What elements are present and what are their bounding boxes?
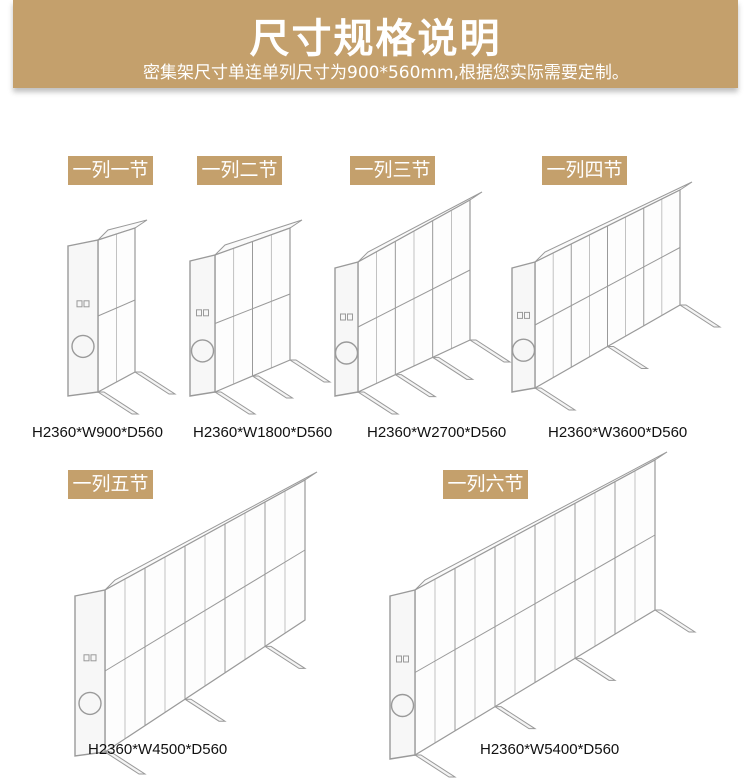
handwheel-icon <box>190 339 215 363</box>
base-rail <box>288 359 332 383</box>
model-size: H2360*W3600*D560 <box>548 424 688 441</box>
handwheel-icon <box>390 693 415 718</box>
model-size: H2360*W5400*D560 <box>480 741 620 758</box>
base-rail <box>653 609 697 633</box>
base-rail <box>393 374 438 398</box>
model-size: H2360*W1800*D560 <box>193 424 333 441</box>
end-panel <box>334 261 359 397</box>
label-slot <box>396 655 402 663</box>
header-banner: 尺寸规格说明 密集架尺寸单连单列尺寸为900*560mm,根据您实际需要定制。 <box>13 0 738 88</box>
label-slot <box>83 300 90 308</box>
model-label: 一列五节 <box>68 470 153 499</box>
label-slot <box>203 309 209 317</box>
end-panel <box>74 589 106 757</box>
label-slot <box>517 311 523 319</box>
base-rail <box>183 698 227 722</box>
base-rail <box>533 387 577 411</box>
handwheel-icon <box>334 341 359 365</box>
model-size: H2360*W4500*D560 <box>88 741 228 758</box>
label-slot <box>90 654 97 662</box>
base-rail <box>573 657 617 681</box>
model-label: 一列三节 <box>350 156 435 185</box>
handwheel-icon <box>71 334 95 359</box>
end-panel <box>511 261 536 393</box>
label-slot <box>340 313 346 321</box>
label-slot <box>524 311 530 319</box>
base-rail <box>605 346 650 369</box>
model-label: 一列二节 <box>197 156 282 185</box>
end-panel <box>67 239 99 397</box>
label-slot <box>403 655 409 663</box>
model-label: 一列六节 <box>443 470 528 499</box>
model-size: H2360*W900*D560 <box>32 424 163 441</box>
end-panel <box>189 254 216 397</box>
base-rail <box>468 339 512 363</box>
base-rail <box>96 391 140 415</box>
label-slot <box>347 313 353 321</box>
page-subtitle: 密集架尺寸单连单列尺寸为900*560mm,根据您实际需要定制。 <box>143 63 629 83</box>
label-slot <box>76 300 83 308</box>
base-rail <box>678 304 722 328</box>
label-slot <box>196 309 202 317</box>
base-rail <box>263 645 307 669</box>
label-slot <box>83 654 90 662</box>
base-rail <box>213 391 257 415</box>
base-rail <box>430 356 475 380</box>
handwheel-icon <box>511 338 536 362</box>
base-rail <box>493 706 537 730</box>
page-title: 尺寸规格说明 <box>249 16 502 62</box>
model-label: 一列四节 <box>542 156 627 185</box>
handwheel-icon <box>78 691 102 716</box>
end-panel <box>389 589 416 760</box>
base-rail <box>413 754 457 778</box>
base-rail <box>250 375 295 399</box>
base-rail <box>133 371 177 395</box>
base-rail <box>356 391 400 415</box>
model-label: 一列一节 <box>68 156 153 185</box>
base-rail <box>103 751 147 775</box>
model-size: H2360*W2700*D560 <box>367 424 507 441</box>
